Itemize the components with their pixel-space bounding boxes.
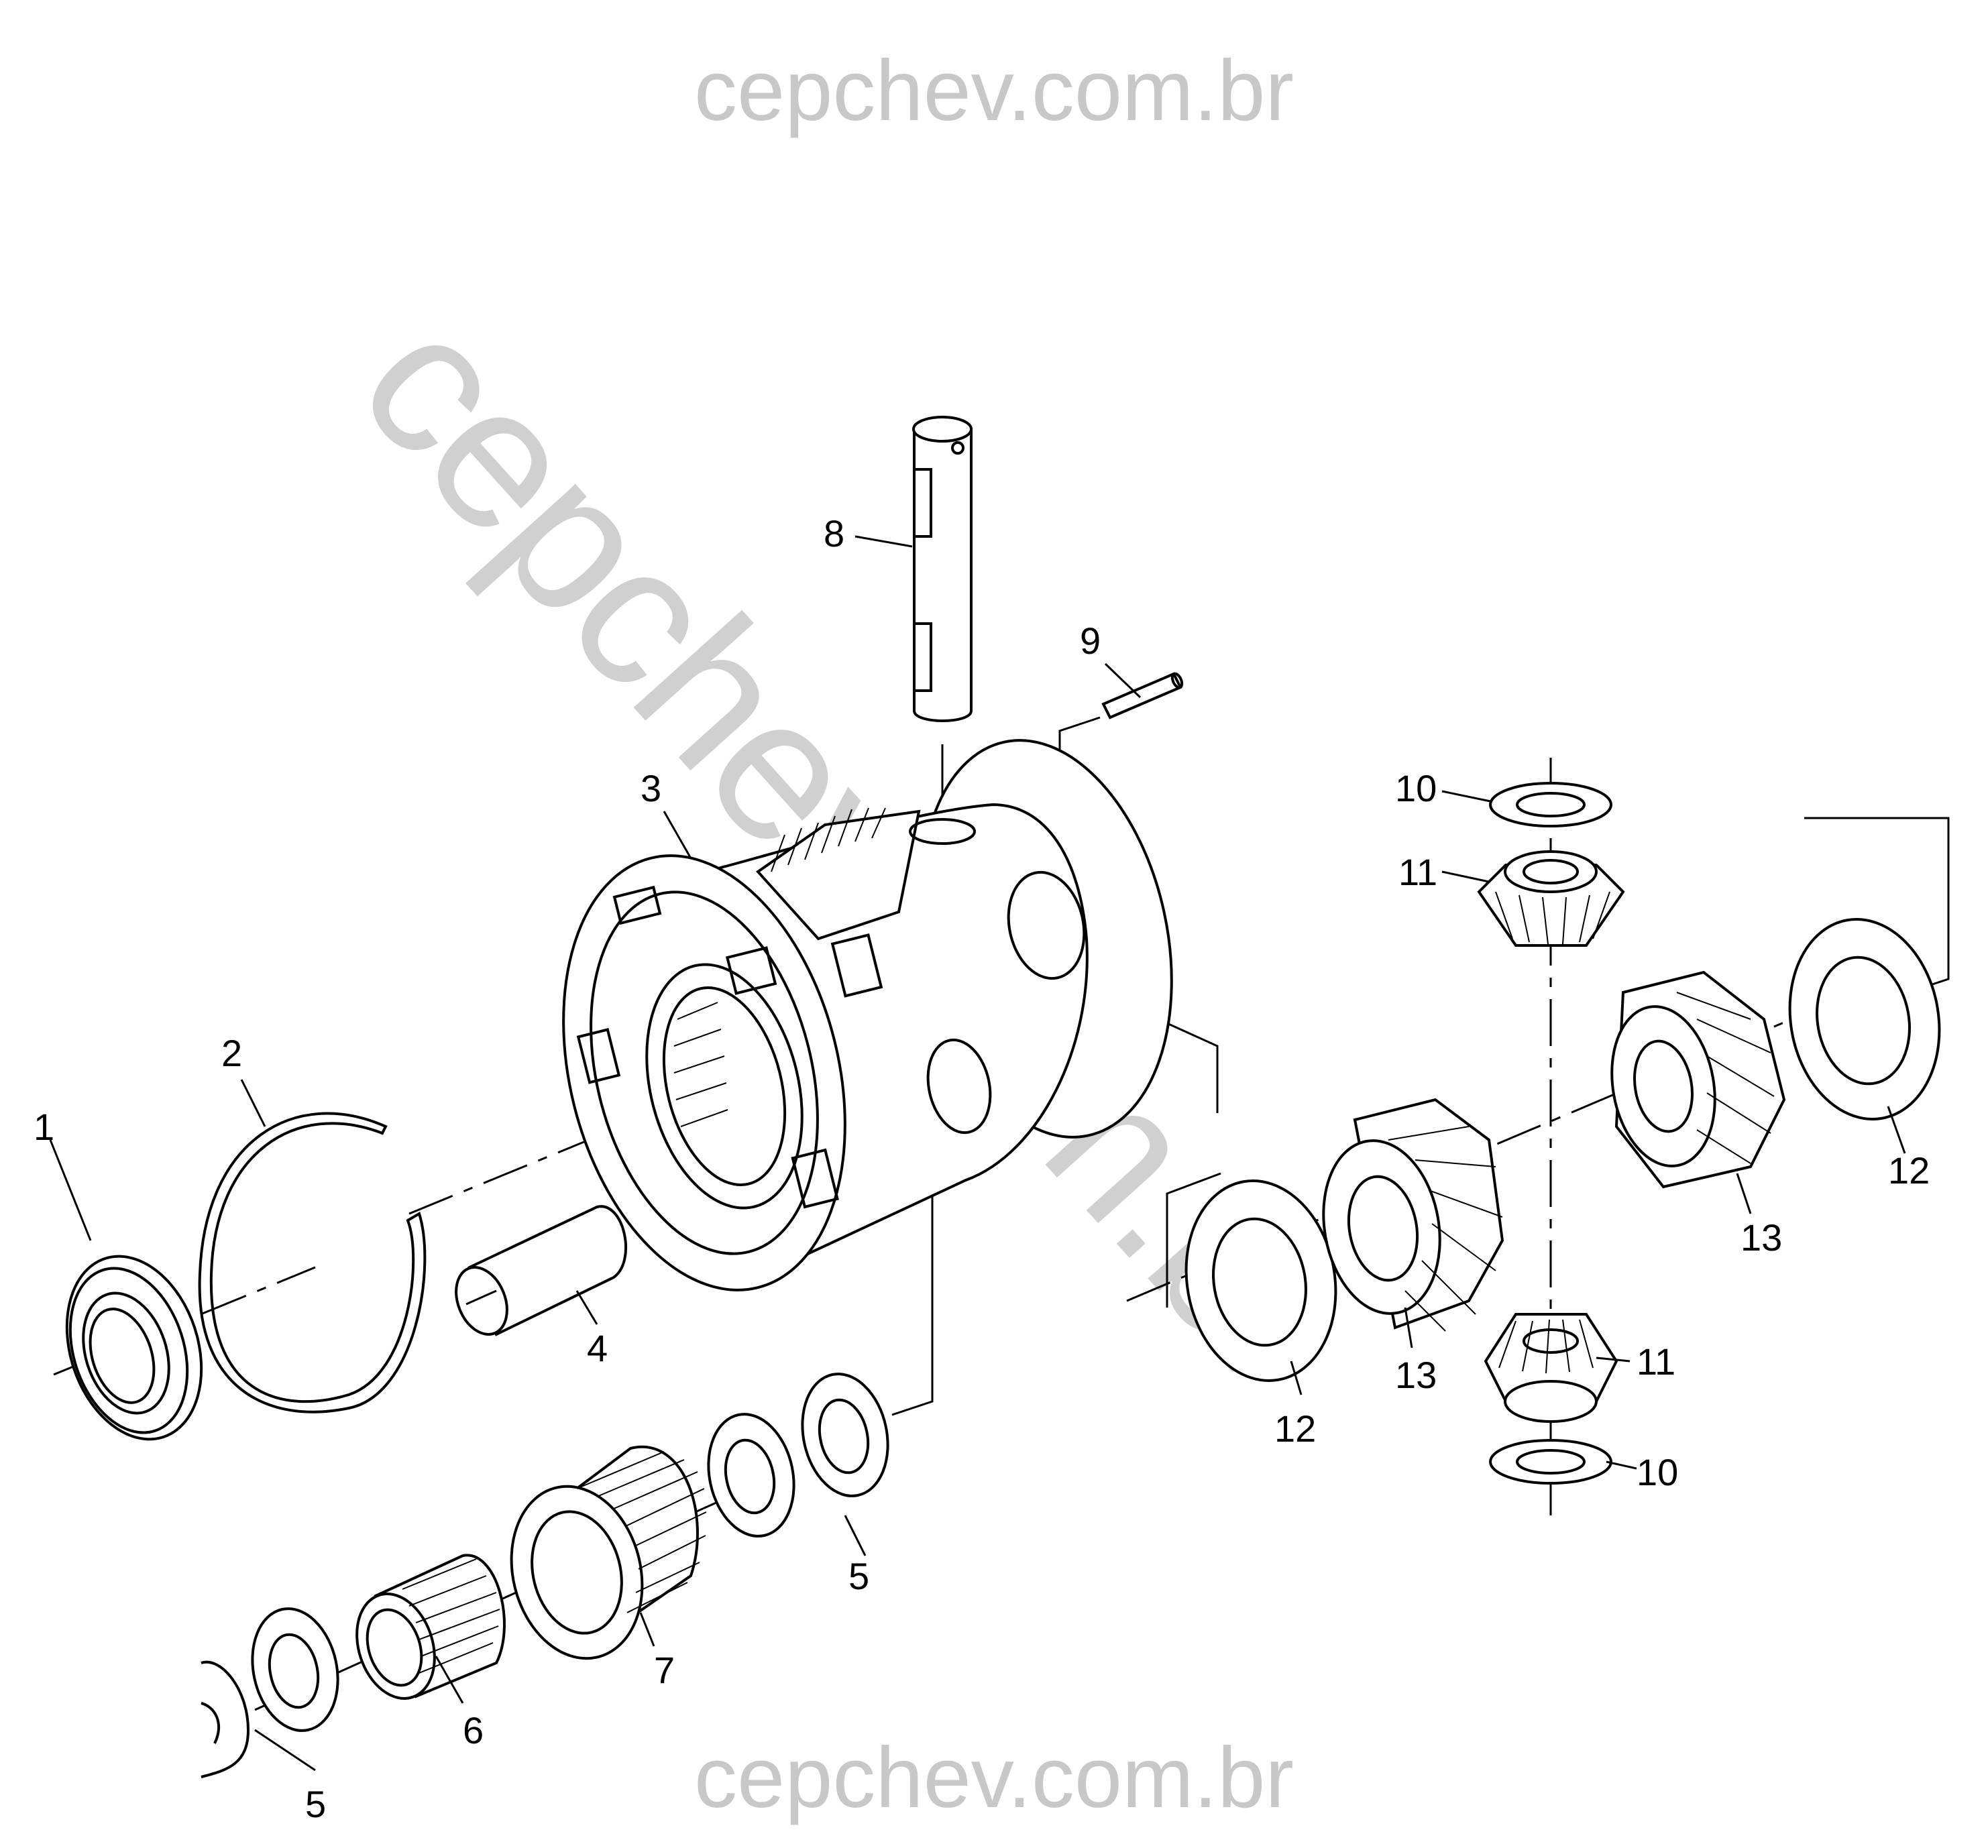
callout-11-top: 11 — [1398, 851, 1437, 893]
part-11-pinion-gear-bottom — [1484, 1313, 1618, 1423]
part-2-snap-ring — [198, 1112, 427, 1413]
callout-3: 3 — [641, 767, 661, 809]
callout-2: 2 — [221, 1032, 242, 1074]
callout-1: 1 — [34, 1106, 54, 1148]
part-7-helical-gear — [510, 1445, 707, 1660]
part-9-roll-pin — [1101, 672, 1184, 719]
callout-4: 4 — [587, 1327, 608, 1369]
part-11-pinion-gear-top — [1477, 850, 1625, 947]
part-1-oil-seal — [65, 1255, 203, 1441]
callout-13-right: 13 — [1741, 1216, 1782, 1259]
part-10-thrust-washer-top — [1489, 782, 1612, 827]
callout-12-left: 12 — [1274, 1407, 1316, 1450]
callout-11-bottom: 11 — [1637, 1340, 1675, 1383]
callout-5-front: 5 — [848, 1555, 869, 1597]
part-6-needle-bearing — [355, 1554, 506, 1700]
leader-lines — [49, 535, 1906, 1772]
watermark-bottom: cepchev.com.br — [694, 1730, 1294, 1826]
callout-13-left: 13 — [1395, 1354, 1437, 1396]
callout-10-bottom: 10 — [1637, 1451, 1678, 1493]
callout-5-rear: 5 — [305, 1783, 326, 1825]
watermark-top: cepchev.com.br — [694, 43, 1294, 139]
callout-7: 7 — [654, 1649, 675, 1691]
part-10-thrust-washer-bottom — [1489, 1439, 1612, 1485]
callout-8: 8 — [824, 512, 844, 555]
callout-9: 9 — [1080, 620, 1101, 662]
part-4-shaft — [455, 1205, 628, 1336]
callout-10-top: 10 — [1395, 767, 1437, 809]
part-13-side-gear-left — [1322, 1098, 1504, 1332]
part-12-thrust-washer-right — [1788, 918, 1941, 1120]
part-8-cross-shaft — [912, 416, 973, 722]
callout-6: 6 — [463, 1709, 484, 1751]
part-13-side-gear-right — [1610, 970, 1786, 1189]
part-5-washers-front — [707, 1373, 889, 1538]
callout-12-right: 12 — [1888, 1149, 1930, 1192]
part-3-differential-case — [562, 739, 1173, 1291]
part-5-washers-rear — [201, 1607, 339, 1778]
callout-labels: 1 2 3 4 5 5 6 7 8 9 10 10 11 11 12 12 13… — [34, 512, 1930, 1825]
